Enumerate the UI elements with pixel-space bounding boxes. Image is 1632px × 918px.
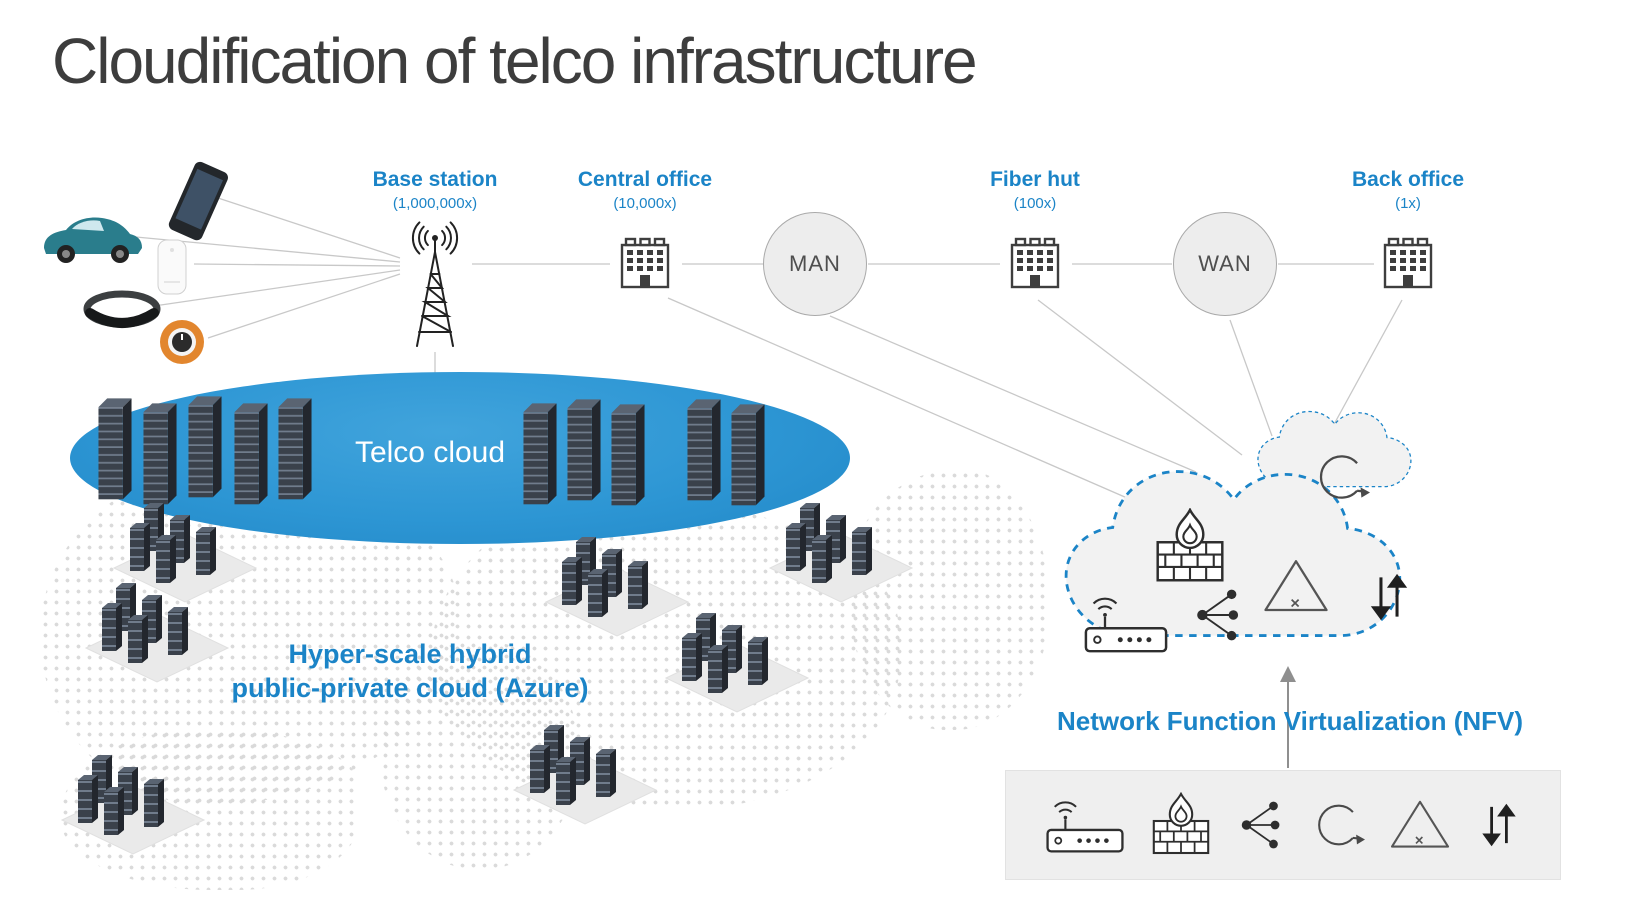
server-rack-icon <box>275 387 315 509</box>
nfv-upload-arrow <box>1280 666 1296 768</box>
central-office-count: (10,000x) <box>613 195 677 212</box>
fiber-hut-building-icon <box>999 228 1071 300</box>
back-office-count: (1x) <box>1395 195 1421 212</box>
service-loop-icon <box>1308 446 1370 508</box>
load-balancer-icon <box>1260 556 1332 617</box>
fiber-hut-count: (100x) <box>1013 195 1057 212</box>
wifi-router-icon <box>1044 796 1126 855</box>
man-node: MAN <box>763 212 867 316</box>
nfv-toolbox <box>1005 770 1561 880</box>
network-share-icon <box>1192 584 1242 646</box>
base-station-tower-icon <box>385 212 485 352</box>
man-label: MAN <box>789 251 841 276</box>
firewall-icon <box>1149 792 1213 858</box>
home-gateway-icon <box>157 239 187 295</box>
smartphone-icon <box>168 161 228 241</box>
car-icon <box>44 217 142 263</box>
azure-cloud-label-line1: Hyper-scale hybrid <box>288 639 532 669</box>
firewall-icon <box>1152 508 1228 586</box>
back-office-label: Back office <box>1351 168 1465 191</box>
server-rack-icon <box>684 388 724 510</box>
central-office-building-icon <box>609 228 681 300</box>
fiber-hut-label: Fiber hut <box>990 168 1080 191</box>
telco-cloud-label: Telco cloud <box>354 436 506 469</box>
page-title: Cloudification of telco infrastructure <box>52 25 978 97</box>
base-station-count: (1,000,000x) <box>392 195 478 212</box>
service-loop-icon <box>1307 796 1365 854</box>
server-rack-icon <box>520 394 560 512</box>
base-station-label: Base station <box>372 168 498 191</box>
scale-updown-icon <box>1364 570 1414 624</box>
wan-label: WAN <box>1198 251 1252 276</box>
hololens-icon <box>83 290 161 328</box>
wifi-router-icon <box>1082 592 1170 655</box>
load-balancer-icon <box>1388 797 1452 853</box>
network-share-icon <box>1237 796 1283 854</box>
server-rack-icon <box>608 397 648 511</box>
smart-thermostat-icon <box>160 320 204 364</box>
central-office-label: Central office <box>577 168 713 191</box>
datacenter-cluster <box>48 730 218 862</box>
server-rack-icon <box>564 386 604 512</box>
wan-node: WAN <box>1173 212 1277 316</box>
datacenter-cluster <box>500 700 670 832</box>
azure-cloud-label: Hyper-scale hybrid public-private cloud … <box>205 638 615 706</box>
world-map-dots <box>850 470 1050 730</box>
scale-updown-icon <box>1476 800 1522 850</box>
back-office-building-icon <box>1372 228 1444 300</box>
azure-cloud-label-line2: public-private cloud (Azure) <box>231 672 589 703</box>
nfv-label: Network Function Virtualization (NFV) <box>1056 706 1524 736</box>
datacenter-cluster <box>652 588 822 720</box>
